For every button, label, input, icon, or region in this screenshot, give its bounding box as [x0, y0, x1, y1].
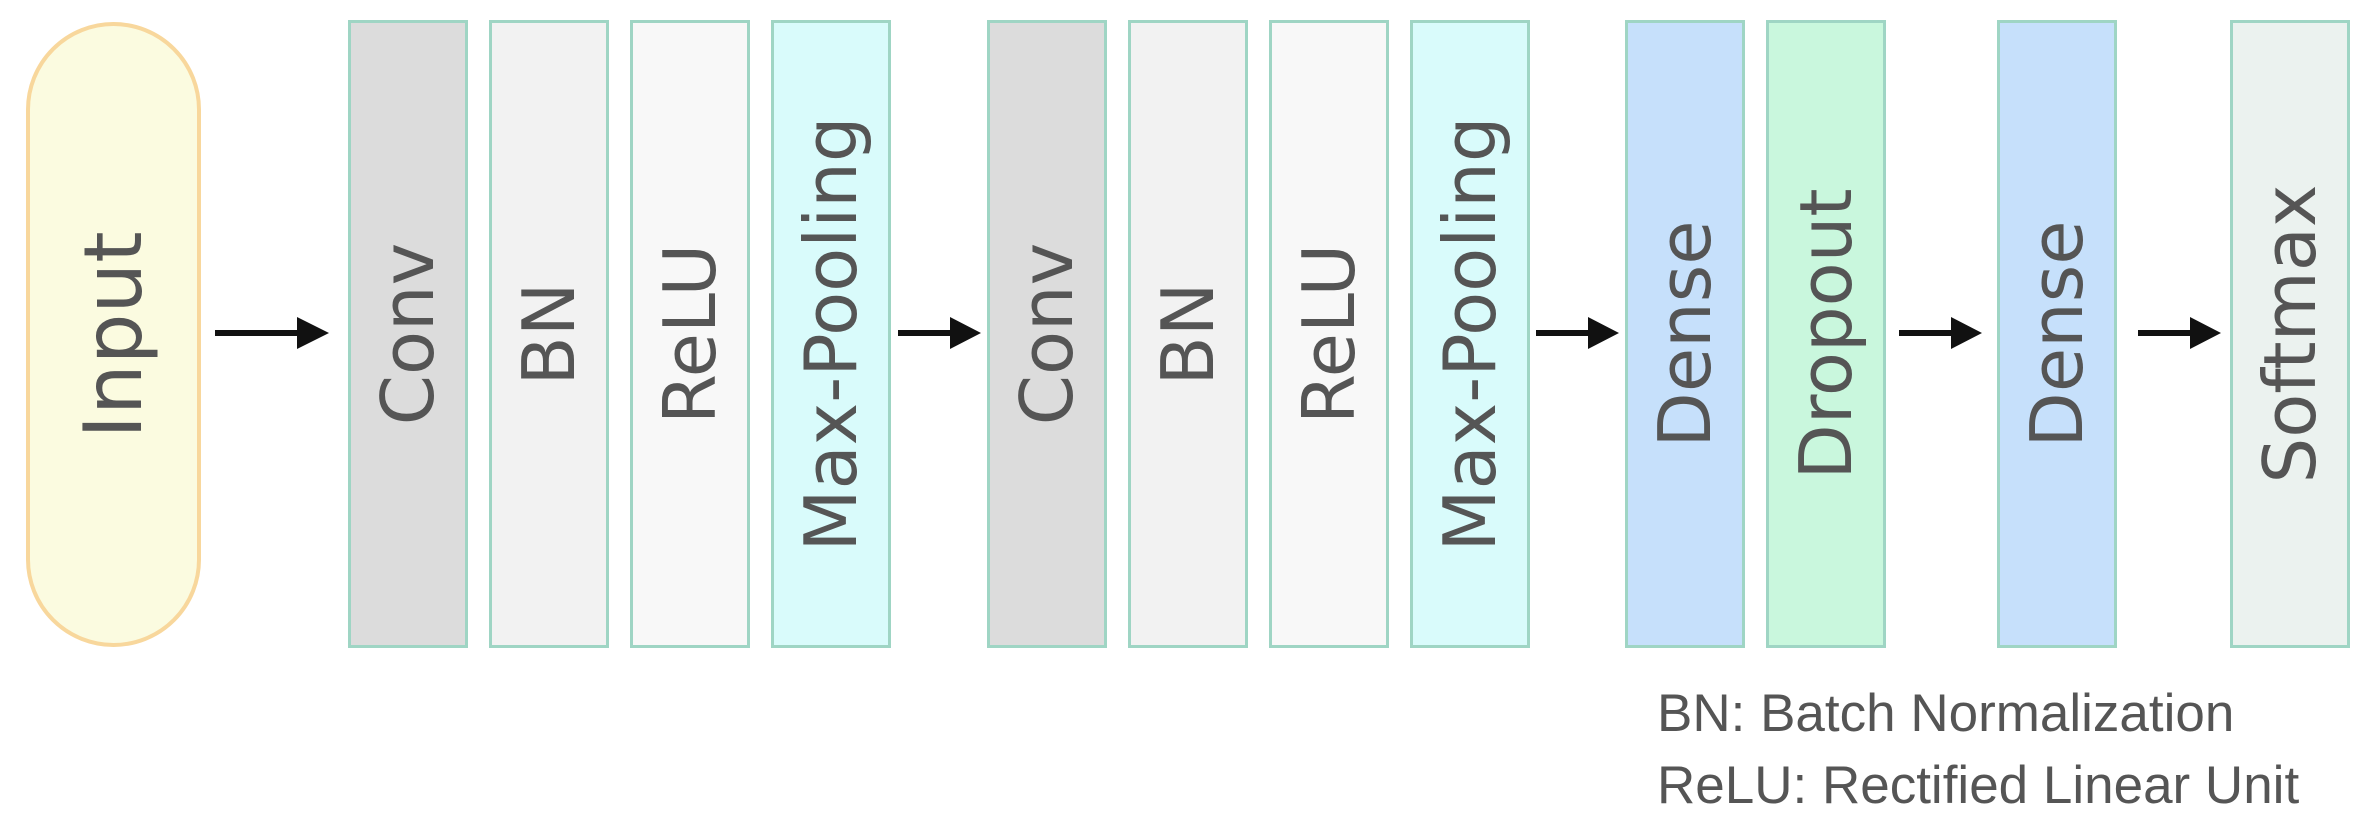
- dense-block-1: Dense: [1625, 20, 1745, 648]
- arrow-pool-to-conv: [898, 313, 982, 353]
- relu-label-2: ReLU: [1287, 243, 1371, 425]
- dense-label-1: Dense: [1643, 220, 1727, 448]
- input-node: Input: [26, 22, 201, 647]
- legend-bn: BN: Batch Normalization: [1657, 684, 2235, 743]
- arrow-dense-to-softmax: [2138, 313, 2222, 353]
- softmax-block: Softmax: [2230, 20, 2350, 648]
- maxpool-block-1: Max-Pooling: [771, 20, 891, 648]
- dense-label-2: Dense: [2015, 220, 2099, 448]
- dropout-label: Dropout: [1784, 188, 1868, 480]
- maxpool-label-2: Max-Pooling: [1428, 116, 1512, 552]
- relu-block-2: ReLU: [1269, 20, 1389, 648]
- legend: BN: Batch Normalization ReLU: Rectified …: [1657, 678, 2299, 822]
- dropout-block: Dropout: [1766, 20, 1886, 648]
- bn-block-2: BN: [1128, 20, 1248, 648]
- bn-block-1: BN: [489, 20, 609, 648]
- conv-label-2: Conv: [1005, 242, 1089, 426]
- dense-block-2: Dense: [1997, 20, 2117, 648]
- bn-label-2: BN: [1146, 282, 1230, 386]
- conv-label-1: Conv: [366, 242, 450, 426]
- arrow-pool-to-dense: [1536, 313, 1620, 353]
- conv-block-2: Conv: [987, 20, 1107, 648]
- bn-label-1: BN: [507, 282, 591, 386]
- relu-label-1: ReLU: [648, 243, 732, 425]
- maxpool-label-1: Max-Pooling: [789, 116, 873, 552]
- legend-relu: ReLU: Rectified Linear Unit: [1657, 756, 2300, 815]
- relu-block-1: ReLU: [630, 20, 750, 648]
- arrow-input-to-conv: [215, 313, 330, 353]
- input-label: Input: [66, 230, 160, 439]
- maxpool-block-2: Max-Pooling: [1410, 20, 1530, 648]
- conv-block-1: Conv: [348, 20, 468, 648]
- arrow-dropout-to-dense: [1899, 313, 1983, 353]
- softmax-label: Softmax: [2248, 184, 2332, 484]
